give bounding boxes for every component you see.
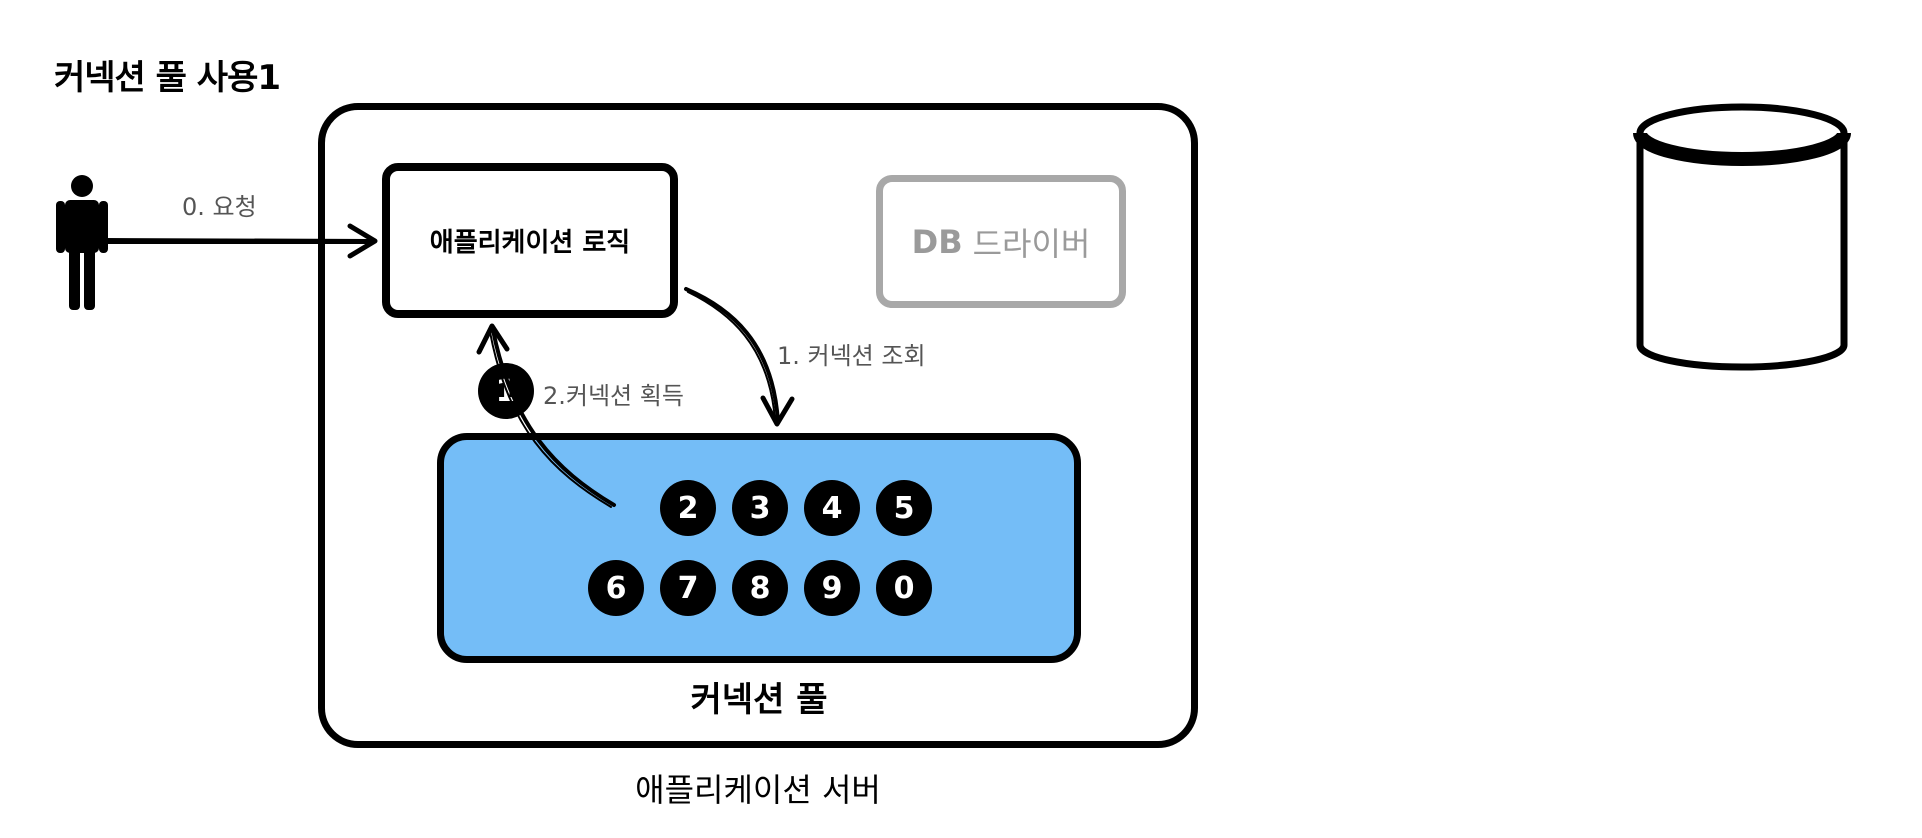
application-logic-box: 애플리케이션 로직 (382, 163, 678, 318)
pool-connection: 6 (588, 560, 644, 616)
application-server-box (318, 103, 1198, 748)
lookup-edge-label: 1. 커넥션 조회 (777, 342, 926, 370)
pool-connection: 7 (660, 560, 716, 616)
pool-connection: 5 (876, 480, 932, 536)
pool-connection: 2 (660, 480, 716, 536)
pool-connection: 4 (804, 480, 860, 536)
connection-pool-box (437, 433, 1081, 663)
database-label: DB (1714, 220, 1770, 260)
connection-pool-label: 커넥션 풀 (690, 680, 828, 720)
db-driver-label-bold: DB (911, 222, 963, 261)
acquire-edge-label: 2.커넥션 획득 (543, 382, 684, 410)
pool-connection: 3 (732, 480, 788, 536)
application-server-label: 애플리케이션 서버 (635, 771, 881, 809)
request-edge-label: 0. 요청 (182, 193, 257, 221)
pool-connection: 8 (732, 560, 788, 616)
user-icon (56, 175, 108, 310)
acquired-connection: 1 (478, 363, 534, 419)
page-title: 커넥션 풀 사용1 (54, 58, 281, 98)
db-driver-box: DB 드라이버 (876, 175, 1126, 308)
db-driver-label: 드라이버 (972, 224, 1091, 263)
pool-connection: 9 (804, 560, 860, 616)
application-logic-label: 애플리케이션 로직 (429, 228, 631, 258)
pool-connection: 0 (876, 560, 932, 616)
